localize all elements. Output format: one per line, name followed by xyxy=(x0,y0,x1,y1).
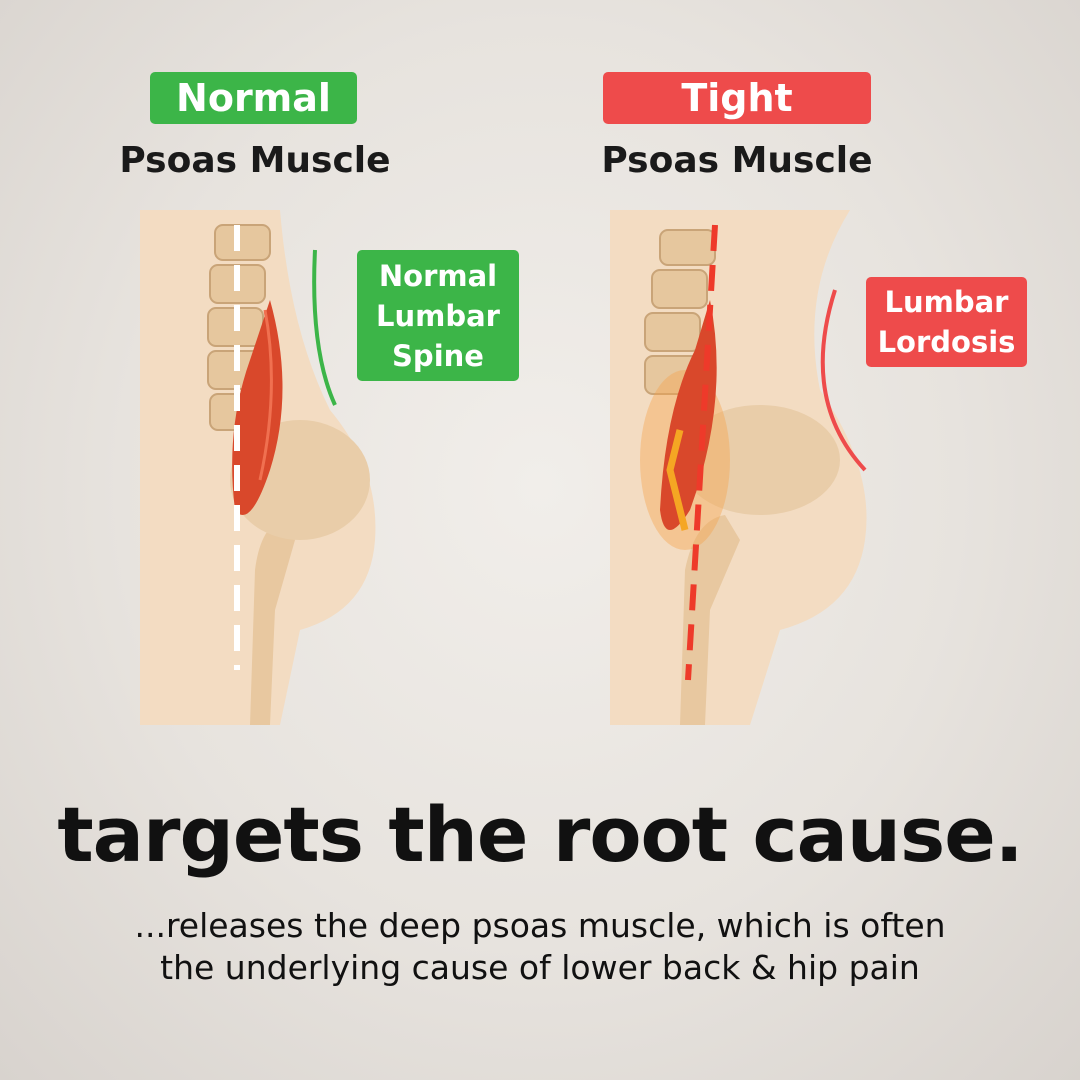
label-line: Lordosis xyxy=(877,325,1016,359)
tight-spine-illustration xyxy=(610,210,867,725)
headline: targets the root cause. xyxy=(57,790,1023,879)
description: ...releases the deep psoas muscle, which… xyxy=(0,905,1080,989)
normal-subtitle: Psoas Muscle xyxy=(119,140,391,181)
label-line: Normal xyxy=(378,258,498,293)
label-line: Lumbar xyxy=(376,298,500,333)
tight-subtitle: Psoas Muscle xyxy=(601,140,873,181)
normal-lumbar-label: Normal Lumbar Spine xyxy=(357,250,519,381)
label-line: Lumbar xyxy=(884,285,1009,319)
normal-spine-illustration xyxy=(140,210,376,725)
normal-badge: Normal xyxy=(150,72,357,124)
description-line: ...releases the deep psoas muscle, which… xyxy=(134,906,946,945)
tight-badge: Tight xyxy=(603,72,871,124)
description-line: the underlying cause of lower back & hip… xyxy=(160,948,920,987)
label-line: Spine xyxy=(392,338,484,373)
lumbar-lordosis-label: Lumbar Lordosis xyxy=(866,277,1027,367)
